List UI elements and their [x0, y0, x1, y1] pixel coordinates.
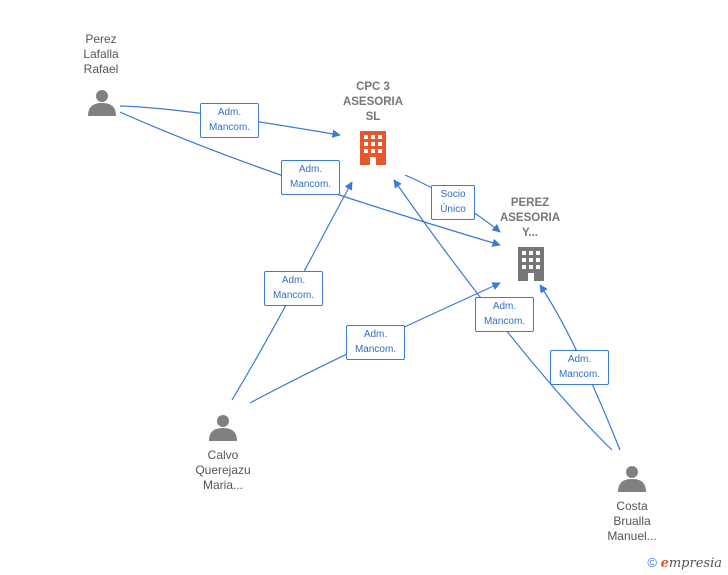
edge-label-calvo-cpc3: Adm.Mancom.	[264, 271, 323, 306]
edge-label-perez-lafalla-perez-asesoria: Adm.Mancom.	[281, 160, 340, 195]
person-icon-calvo	[209, 415, 237, 441]
node-label-perez-asesoria: PEREZ ASESORIA Y...	[499, 197, 561, 239]
person-icon-perez-lafalla	[88, 90, 116, 116]
building-icon-perez-asesoria	[518, 247, 544, 281]
node-label-cpc3: CPC 3 ASESORIA SL	[342, 81, 404, 123]
copyright-icon: ©	[647, 555, 657, 570]
node-label-costa: Costa Brualla Manuel...	[607, 499, 657, 543]
node-label-perez-lafalla: Perez Lafalla Rafael	[83, 32, 119, 76]
edge-label-costa-perez-asesoria: Adm.Mancom.	[550, 350, 609, 385]
footer-branding: © empresia	[647, 555, 722, 571]
edge-label-costa-cpc3: Adm.Mancom.	[475, 297, 534, 332]
brand-logo: empresia	[660, 556, 722, 571]
building-icon-cpc3	[360, 131, 386, 165]
person-icon-costa	[618, 466, 646, 492]
edge-label-perez-lafalla-cpc3: Adm.Mancom.	[200, 103, 259, 138]
edge-label-calvo-perez-asesoria: Adm.Mancom.	[346, 325, 405, 360]
node-label-calvo: Calvo Querejazu Maria...	[195, 448, 251, 492]
